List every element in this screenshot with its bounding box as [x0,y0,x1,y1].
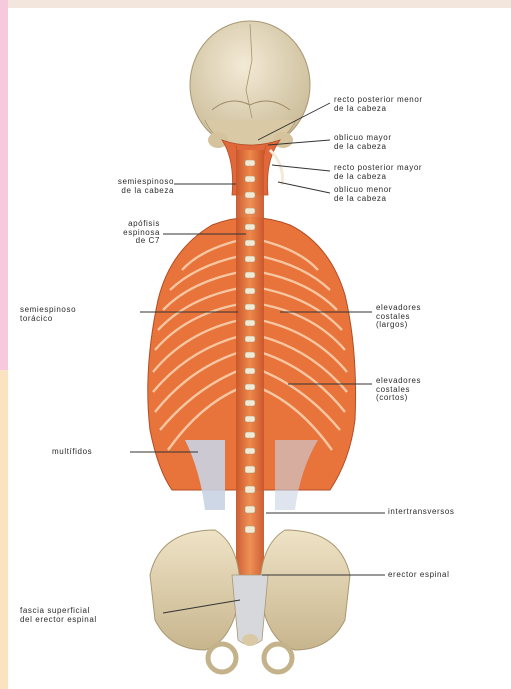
label-apofisis-espinosa: apófisis espinosa de C7 [90,220,160,246]
label-recto-posterior-menor: recto posterior menor de la cabeza [334,96,423,113]
label-intertransversos: intertransversos [388,508,455,517]
spine [236,150,264,580]
label-oblicuo-mayor: oblicuo mayor de la cabeza [334,134,392,151]
label-fascia-superficial: fascia superficial del erector espinal [20,607,97,624]
label-elevadores-largos: elevadores costales (largos) [376,304,421,330]
label-semiespinoso-cabeza: semiespinoso de la cabeza [70,178,174,195]
label-elevadores-cortos: elevadores costales (cortos) [376,377,421,403]
skull [190,21,310,149]
label-oblicuo-menor: oblicuo menor de la cabeza [334,186,392,203]
label-erector-espinal: erector espinal [388,571,449,580]
label-semiespinoso-toracico: semiespinoso torácico [20,306,76,323]
label-multifidos: multífidos [52,448,92,457]
label-recto-posterior-mayor: recto posterior mayor de la cabeza [334,164,422,181]
